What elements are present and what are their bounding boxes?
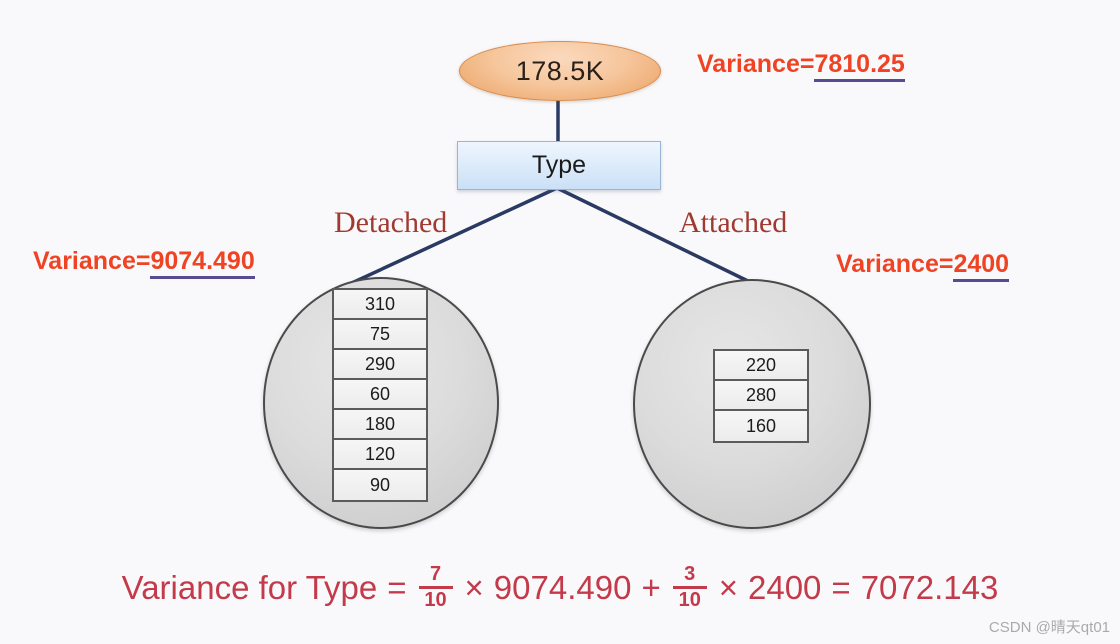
value-cell: 160 (715, 411, 807, 441)
fraction-2-denominator: 10 (678, 589, 701, 611)
branch-label-detached: Detached (334, 206, 448, 239)
left-variance-prefix: Variance= (33, 247, 151, 275)
root-variance-prefix: Variance= (697, 50, 815, 78)
value-cell: 90 (334, 470, 426, 500)
formula-fraction-1: 7 10 (418, 563, 453, 611)
fraction-1-bar (418, 586, 453, 589)
value-cell: 220 (715, 351, 807, 381)
root-node-label: 178.5K (515, 55, 605, 86)
formula-times-2: × (718, 568, 738, 606)
formula-result-equals: = (831, 568, 851, 606)
fraction-1-denominator: 10 (424, 589, 447, 611)
left-leaf-variance-annotation: Variance=9074.490 (33, 247, 255, 279)
formula-times-1: × (464, 568, 484, 606)
right-variance-prefix: Variance= (836, 250, 954, 278)
value-cell: 75 (334, 320, 426, 350)
formula-lead: Variance for Type (121, 568, 378, 606)
value-cell: 60 (334, 380, 426, 410)
value-cell: 290 (334, 350, 426, 380)
root-node[interactable]: 178.5K (459, 41, 661, 101)
fraction-2-numerator: 3 (684, 563, 696, 585)
value-cell: 280 (715, 381, 807, 411)
right-variance-value: 2400 (953, 250, 1010, 282)
value-cell: 120 (334, 440, 426, 470)
csdn-watermark: CSDN @晴天qt01 (988, 619, 1110, 636)
right-leaf-variance-annotation: Variance=2400 (836, 250, 1010, 282)
formula-equals: = (387, 568, 407, 606)
formula-plus: + (641, 568, 661, 606)
left-variance-value: 9074.490 (150, 247, 255, 279)
formula-fraction-2: 3 10 (672, 563, 707, 611)
formula-factor-1: 9074.490 (493, 568, 632, 606)
formula-factor-2: 2400 (748, 568, 822, 606)
formula-result: 7072.143 (860, 568, 999, 606)
variance-formula: Variance for Type = 7 10 × 9074.490 + 3 … (0, 564, 1120, 611)
root-variance-value: 7810.25 (814, 50, 905, 82)
branch-label-attached: Attached (679, 206, 788, 239)
split-node-type[interactable]: Type (457, 141, 661, 190)
split-node-label: Type (531, 151, 587, 179)
value-cell: 180 (334, 410, 426, 440)
value-cell: 310 (334, 290, 426, 320)
fraction-1-numerator: 7 (429, 563, 442, 585)
fraction-2-bar (672, 586, 707, 589)
root-variance-annotation: Variance=7810.25 (697, 50, 905, 82)
